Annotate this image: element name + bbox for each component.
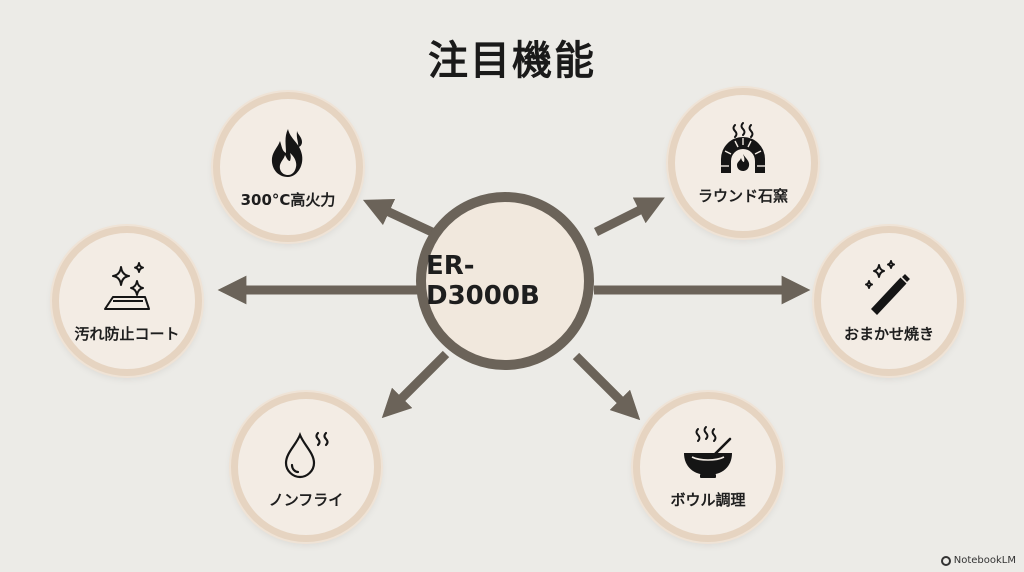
credit-text: NotebookLM: [953, 555, 1016, 566]
arrow-bowl-cooking: [572, 352, 641, 421]
mixing-bowl-icon: [684, 425, 732, 478]
feature-node-high-heat: 300°C高火力: [213, 92, 363, 242]
flame-icon: [271, 128, 303, 177]
center-hub: ER-D3000B: [416, 192, 594, 370]
magic-wand-icon: [865, 259, 913, 315]
stone-oven-icon: [721, 121, 765, 173]
feature-label: ラウンド石窯: [697, 186, 788, 205]
notebooklm-credit: NotebookLM: [940, 555, 1016, 566]
feature-node-stone-oven: ラウンド石窯: [668, 88, 818, 238]
feature-label: 300°C高火力: [240, 190, 336, 209]
notebooklm-logo-icon: [940, 555, 951, 566]
arrow-stone-oven: [593, 197, 665, 237]
feature-node-auto-bake: おまかせ焼き: [814, 226, 964, 376]
feature-node-bowl-cooking: ボウル調理: [633, 392, 783, 542]
feature-label: ノンフライ: [268, 490, 344, 509]
feature-label: 汚れ防止コート: [74, 324, 180, 343]
sparkle-surface-icon: [104, 261, 150, 310]
arrow-high-heat: [362, 199, 434, 237]
feature-label: おまかせ焼き: [843, 324, 934, 343]
feature-label: ボウル調理: [670, 490, 746, 509]
oil-drop-icon: [284, 431, 329, 478]
page-title: 注目機能: [428, 38, 596, 84]
center-label: ER-D3000B: [426, 251, 540, 311]
feature-node-anti-stain: 汚れ防止コート: [52, 226, 202, 376]
feature-node-non-fry: ノンフライ: [231, 392, 381, 542]
arrow-non-fry: [381, 350, 450, 419]
